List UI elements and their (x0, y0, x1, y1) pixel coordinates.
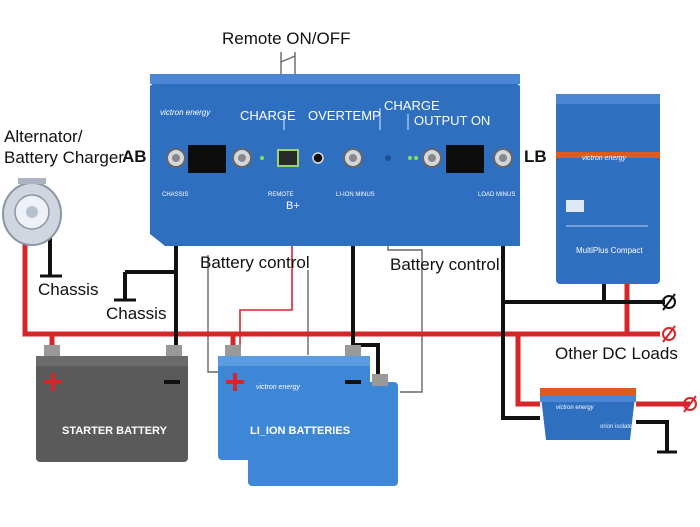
remote-switch (280, 52, 296, 74)
inverter-model: MultiPlus Compact (576, 246, 643, 255)
device-bplus-tag: B+ (286, 200, 300, 212)
device-charge-right: CHARGE (384, 98, 440, 113)
chassis-label-center: Chassis (106, 304, 167, 323)
ab-label: AB (122, 147, 147, 166)
chassis-label-left: Chassis (38, 280, 99, 299)
orion-dcdc (540, 388, 636, 440)
alternator-icon (2, 178, 62, 246)
lb-label: LB (524, 147, 547, 166)
starter-battery-label: STARTER BATTERY (62, 425, 167, 437)
li-ion-batteries-label: LI_ION BATTERIES (250, 425, 351, 437)
battery-control-label-right: Battery control (390, 255, 500, 274)
device-load-minus-tag: LOAD MINUS (478, 192, 516, 198)
device-output-on: OUTPUT ON (414, 113, 491, 128)
device-overtemp: OVERTEMP (308, 108, 381, 123)
starter-battery (36, 345, 188, 462)
cyrix-device (150, 74, 520, 246)
alternator-label-line2: Battery Charger (4, 148, 124, 167)
positive-wires (22, 220, 690, 407)
device-charge-left: CHARGE (240, 108, 296, 123)
remote-label: Remote ON/OFF (222, 29, 351, 48)
device-li-ion-minus-tag: LI-ION MINUS (336, 192, 375, 198)
multiplus-inverter (556, 94, 660, 284)
device-chassis-tag: CHASSIS (162, 192, 189, 198)
other-dc-loads-label: Other DC Loads (555, 344, 678, 363)
orion-brand: victron energy (556, 405, 594, 411)
load-terminals (662, 293, 697, 413)
battery-control-label-left: Battery control (200, 253, 310, 272)
orion-tag: orion isolated (600, 424, 636, 430)
inverter-brand: victron energy (582, 155, 626, 162)
device-remote-tag: REMOTE (268, 192, 294, 198)
li-ion-batteries (218, 345, 398, 486)
alternator-label-line1: Alternator/ (4, 127, 83, 146)
li-ion-brand: victron energy (256, 384, 300, 391)
device-brand: victron energy (160, 108, 211, 117)
